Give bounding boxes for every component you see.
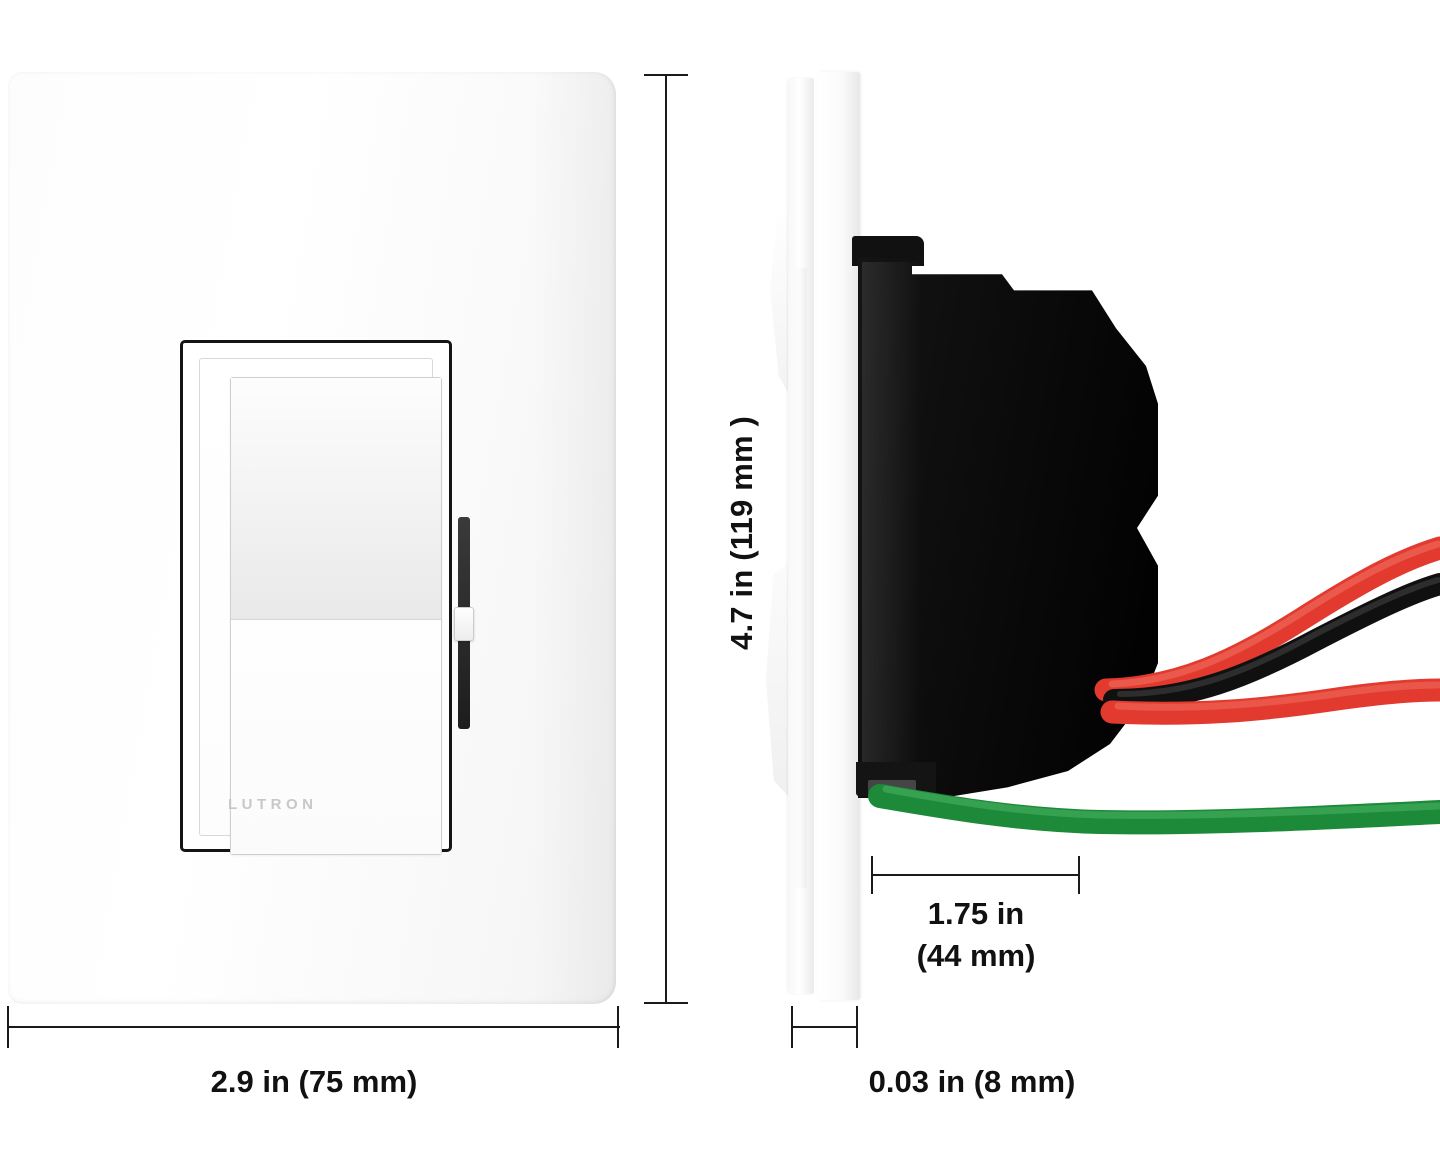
- dimension-width-label: 2.9 in (75 mm): [210, 1064, 418, 1099]
- dimension-thickness-line: [792, 1026, 858, 1028]
- paddle-lower-half: [231, 621, 441, 854]
- dimension-thickness-cap-right: [856, 1006, 858, 1048]
- side-view-yoke-notch: [868, 780, 916, 794]
- dimension-height-cap-top: [644, 74, 688, 76]
- red-wire-lower-highlight: [1114, 681, 1440, 711]
- dimension-width-cap-right: [617, 1006, 619, 1048]
- dimension-width-line: [8, 1026, 620, 1028]
- switch-paddle[interactable]: [230, 377, 442, 855]
- front-view-wallplate: LUTRON: [8, 72, 616, 1004]
- dimension-depth-cap-left: [871, 856, 873, 894]
- dimension-depth-cap-right: [1078, 856, 1080, 894]
- dimension-height-line: [665, 74, 667, 1004]
- red-wire-lower: [1100, 678, 1440, 725]
- switch-bezel: LUTRON: [199, 358, 474, 855]
- dimension-thickness-cap-left: [791, 1006, 793, 1048]
- side-view-wallplate: [788, 78, 814, 994]
- dimension-depth-label-line1: 1.75 in: [927, 896, 1025, 931]
- side-view-switch-front: [818, 72, 860, 1000]
- dimension-depth-label-line2: (44 mm): [916, 938, 1036, 973]
- side-view-device-housing: [858, 258, 1158, 798]
- black-wire: [1103, 573, 1440, 711]
- dimension-width-cap-left: [7, 1006, 9, 1048]
- dimension-height-label: 4.7 in (119 mm ): [724, 415, 759, 650]
- paddle-upper-half: [231, 378, 441, 620]
- red-wire-upper-highlight: [1108, 540, 1440, 688]
- front-view-switch-body: LUTRON: [180, 340, 474, 855]
- lutron-brand-label: LUTRON: [228, 796, 318, 813]
- dimension-thickness-label: 0.03 in (8 mm): [868, 1064, 1076, 1099]
- black-wire-highlight: [1117, 577, 1440, 697]
- dimension-height-cap-bottom: [644, 1002, 688, 1004]
- dimension-depth-line: [872, 874, 1080, 876]
- dimmer-slider-knob[interactable]: [454, 607, 474, 641]
- green-ground-wire: [868, 784, 1440, 835]
